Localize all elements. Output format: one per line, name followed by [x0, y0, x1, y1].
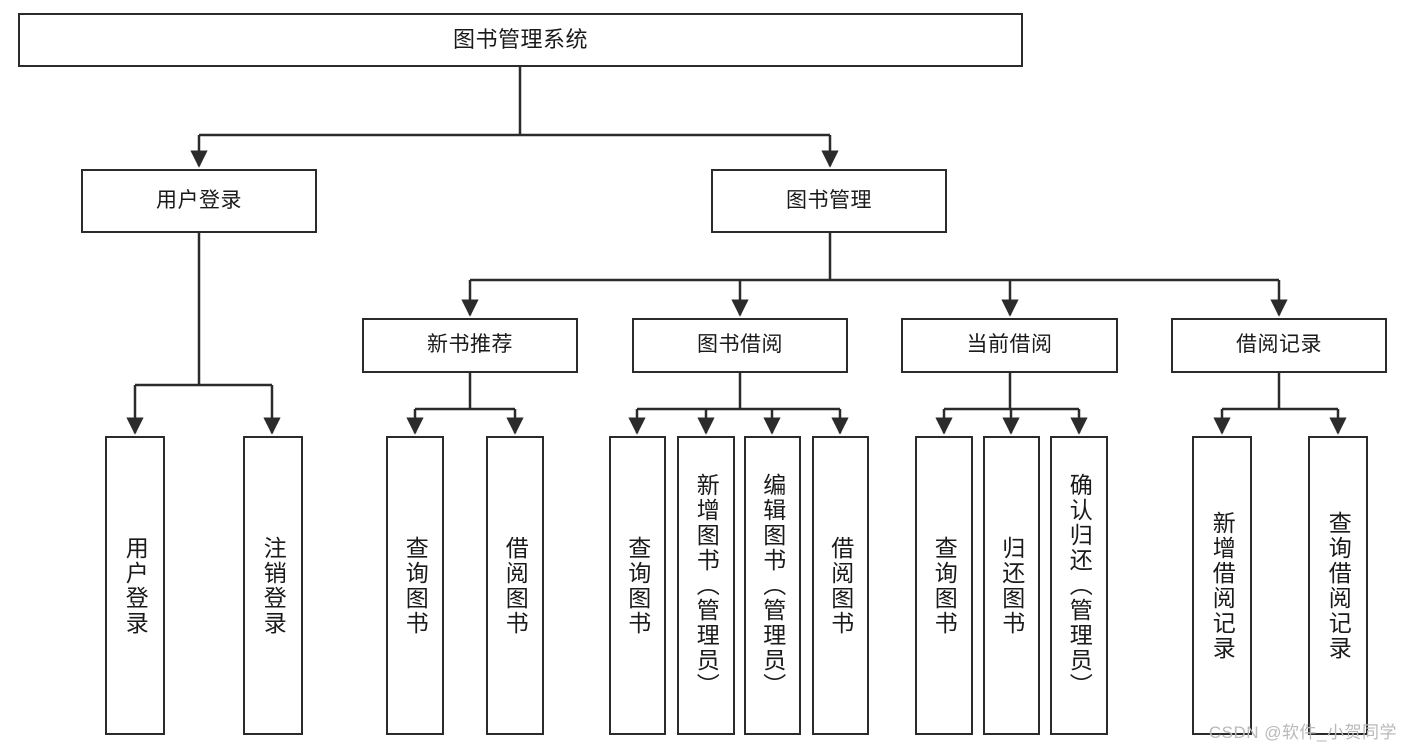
node-label: 用户登录: [122, 535, 149, 636]
node-user-login[interactable]: 用户登录: [81, 169, 317, 233]
leaf-edit-book-admin[interactable]: 编辑图书（管理员）: [744, 436, 801, 735]
node-label: 归还图书: [998, 535, 1025, 636]
leaf-query-book-recommend[interactable]: 查询图书: [386, 436, 444, 735]
node-label: 借阅图书: [827, 535, 854, 636]
node-label: 查询图书: [624, 535, 651, 636]
leaf-logout[interactable]: 注销登录: [243, 436, 303, 735]
node-book-management[interactable]: 图书管理: [711, 169, 947, 233]
leaf-user-login[interactable]: 用户登录: [105, 436, 165, 735]
node-label: 图书管理: [786, 188, 872, 212]
node-new-book-recommend[interactable]: 新书推荐: [362, 318, 578, 373]
node-label: 借阅记录: [1236, 333, 1322, 357]
leaf-return-book[interactable]: 归还图书: [983, 436, 1040, 735]
node-label: 新增借阅记录: [1209, 510, 1236, 661]
leaf-query-borrow-record[interactable]: 查询借阅记录: [1308, 436, 1368, 735]
leaf-confirm-return-admin[interactable]: 确认归还（管理员）: [1050, 436, 1108, 735]
node-label: 查询图书: [402, 535, 429, 636]
node-root-system[interactable]: 图书管理系统: [18, 13, 1023, 67]
csdn-watermark: CSDN @软件_小贺同学: [1208, 723, 1397, 742]
node-book-borrow[interactable]: 图书借阅: [632, 318, 848, 373]
node-label: 确认归还（管理员）: [1066, 473, 1093, 698]
leaf-borrow-book-recommend[interactable]: 借阅图书: [486, 436, 544, 735]
node-label: 当前借阅: [966, 333, 1053, 357]
leaf-add-borrow-record[interactable]: 新增借阅记录: [1192, 436, 1252, 735]
node-label: 图书借阅: [697, 333, 783, 357]
node-label: 图书管理系统: [452, 27, 588, 53]
node-label: 借阅图书: [502, 535, 529, 636]
node-label: 新增图书（管理员）: [693, 473, 720, 698]
leaf-borrow-book[interactable]: 借阅图书: [812, 436, 869, 735]
node-label: 查询图书: [931, 535, 958, 636]
node-borrow-records[interactable]: 借阅记录: [1171, 318, 1387, 373]
node-label: 编辑图书（管理员）: [759, 473, 786, 698]
node-label: 新书推荐: [427, 333, 513, 357]
leaf-query-book-borrow[interactable]: 查询图书: [609, 436, 666, 735]
node-current-borrow[interactable]: 当前借阅: [901, 318, 1118, 373]
leaf-add-book-admin[interactable]: 新增图书（管理员）: [677, 436, 735, 735]
leaf-query-book-current[interactable]: 查询图书: [915, 436, 973, 735]
node-label: 用户登录: [156, 188, 242, 212]
node-label: 注销登录: [260, 535, 287, 636]
node-label: 查询借阅记录: [1325, 510, 1352, 661]
